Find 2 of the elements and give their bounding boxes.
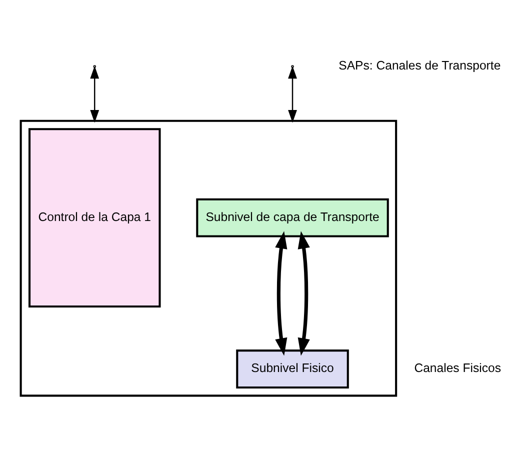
label: Canales Fisicos: [414, 361, 501, 376]
label: SAPs: Canales de Transporte: [338, 58, 501, 73]
